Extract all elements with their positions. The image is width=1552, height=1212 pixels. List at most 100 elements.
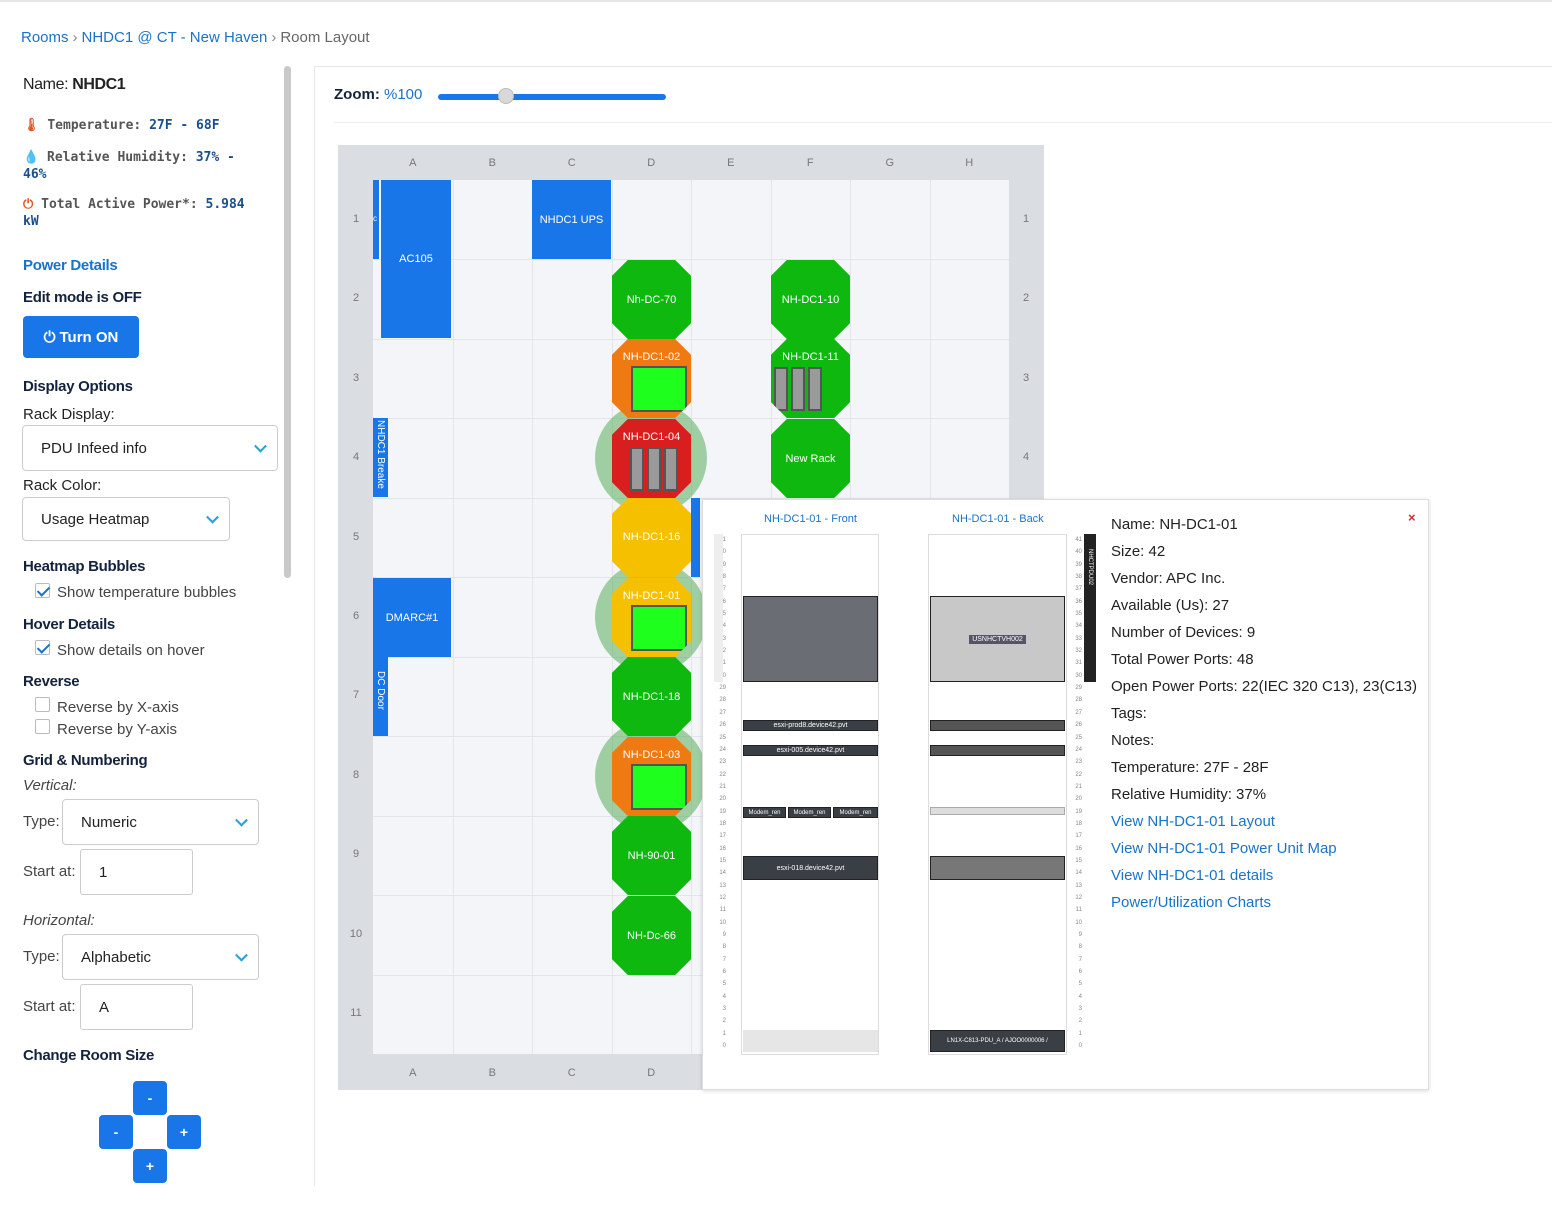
dc-door[interactable]: DC Door — [373, 657, 388, 736]
rack-nh-dc1-02[interactable]: NH-DC1-02 — [612, 339, 691, 418]
horizontal-type-select[interactable]: Alphabetic — [62, 934, 259, 980]
rack-nh-dc1-11[interactable]: NH-DC1-11 — [771, 339, 850, 418]
vertical-start-label: Start at: — [23, 863, 76, 880]
front-view-title[interactable]: NH-DC1-01 - Front — [764, 513, 857, 525]
back-device[interactable] — [930, 720, 1065, 731]
ac105-unit[interactable]: AC105 — [381, 180, 451, 338]
horizontal-start-input[interactable]: A — [80, 984, 193, 1030]
zoom-divider — [334, 122, 1552, 123]
rack-display-label: Rack Display: — [23, 406, 115, 423]
back-device[interactable] — [930, 856, 1065, 880]
reverse-x-label: Reverse by X-axis — [57, 699, 179, 716]
front-device[interactable]: Modem_ren — [788, 807, 831, 818]
rack-detail-link[interactable]: View NH-DC1-01 Power Unit Map — [1111, 840, 1337, 857]
back-pdu[interactable]: LN1X-C813-PDU_A / AJOO0000006 / — [930, 1030, 1065, 1052]
rack-detail-link[interactable]: View NH-DC1-01 Layout — [1111, 813, 1275, 830]
rack-detail-line: Size: 42 — [1111, 543, 1166, 560]
column-label-top: H — [965, 157, 974, 169]
front-device[interactable]: esxi-005.device42.pvt — [743, 745, 878, 756]
vertical-label: Vertical: — [23, 777, 77, 794]
breaker-panel[interactable]: NHDC1 Breake — [373, 418, 388, 497]
back-view-title[interactable]: NH-DC1-01 - Back — [952, 513, 1044, 525]
rack-nh-dc1-10[interactable]: NH-DC1-10 — [771, 260, 850, 339]
vertical-type-label: Type: — [23, 813, 60, 830]
column-label-top: A — [409, 157, 417, 169]
grid-row-line — [373, 974, 1009, 976]
column-label-bottom: A — [409, 1067, 417, 1079]
front-device[interactable]: Modem_ren — [833, 807, 878, 818]
front-server-chassis[interactable] — [743, 596, 878, 682]
temperature-row: 🌡 Temperature: 27F - 68F — [23, 118, 220, 133]
front-pdu[interactable] — [743, 1030, 878, 1052]
rack-nh-dc1-16[interactable]: NH-DC1-16 — [612, 498, 691, 577]
grid-row-line — [373, 815, 1009, 817]
rack-nh-dc1-03[interactable]: NH-DC1-03 — [612, 737, 691, 816]
reverse-x-checkbox[interactable] — [35, 697, 50, 712]
breadcrumb-room[interactable]: NHDC1 @ CT - New Haven — [81, 29, 268, 46]
zoom-slider[interactable] — [438, 94, 666, 100]
row-label-right: 3 — [1022, 371, 1030, 384]
rack-detail-line: Available (Us): 27 — [1111, 597, 1230, 614]
front-device[interactable]: esxi-prod8.device42.pvt — [743, 720, 878, 731]
back-device[interactable] — [930, 745, 1065, 756]
show-hover-checkbox[interactable] — [35, 640, 50, 655]
dmarc-unit[interactable]: DMARC#1 — [373, 578, 451, 657]
chevron-down-icon — [235, 813, 248, 827]
add-right-column-button[interactable]: + — [167, 1115, 201, 1149]
vertical-start-input[interactable]: 1 — [80, 849, 193, 895]
back-chassis[interactable]: USNHCTVH002 — [930, 596, 1065, 682]
rack-color-label: Rack Color: — [23, 477, 102, 494]
power-details-link[interactable]: Power Details — [23, 257, 118, 274]
grid-numbering-heading: Grid & Numbering — [23, 752, 148, 769]
rack-nh-dc1-04[interactable]: NH-DC1-04 — [612, 419, 691, 498]
grid-column-line — [532, 180, 533, 1054]
rack-nh-dc-70[interactable]: Nh-DC-70 — [612, 260, 691, 339]
rack-nh-dc-66[interactable]: NH-Dc-66 — [612, 896, 691, 975]
chevron-down-icon — [235, 948, 248, 962]
rack-detail-line: Vendor: APC Inc. — [1111, 570, 1226, 587]
back-device[interactable] — [930, 807, 1065, 815]
small-object[interactable]: c — [373, 180, 379, 259]
turn-on-button[interactable]: ⏻Turn ON — [23, 316, 139, 358]
row-label-left: 4 — [352, 451, 360, 464]
main-panel — [314, 66, 1552, 1186]
column-label-bottom: C — [567, 1067, 576, 1079]
remove-top-row-button[interactable]: - — [133, 1081, 167, 1115]
add-bottom-row-button[interactable]: + — [133, 1149, 167, 1183]
blue-object[interactable] — [691, 498, 700, 577]
power-icon: ⏻ — [23, 197, 34, 212]
breadcrumb-rooms[interactable]: Rooms — [21, 29, 69, 46]
rack-detail-line: Name: NH-DC1-01 — [1111, 516, 1238, 533]
front-device[interactable]: esxi-018.device42.pvt — [743, 856, 878, 880]
zoom-slider-handle[interactable] — [498, 88, 514, 104]
sidebar-scrollbar[interactable] — [284, 66, 291, 578]
front-device[interactable]: Modem_ren — [743, 807, 786, 818]
humidity-row: 💧 Relative Humidity: 37% -46% — [23, 150, 235, 182]
column-label-top: C — [567, 157, 576, 169]
vertical-type-select[interactable]: Numeric — [62, 799, 259, 845]
usage-block — [631, 764, 687, 810]
rack-nh-90-01[interactable]: NH-90-01 — [612, 816, 691, 895]
chevron-down-icon — [254, 439, 267, 453]
rack-display-select[interactable]: PDU Infeed info — [22, 425, 278, 471]
close-popup-button[interactable]: × — [1408, 510, 1416, 525]
front-side-bar — [714, 534, 723, 682]
display-options-heading: Display Options — [23, 378, 133, 395]
rack-color-select[interactable]: Usage Heatmap — [22, 497, 230, 541]
back-vertical-pdu[interactable]: NHCTPDU02 — [1084, 534, 1096, 682]
rack-detail-line: Open Power Ports: 22(IEC 320 C13), 23(C1… — [1111, 678, 1417, 695]
reverse-y-checkbox[interactable] — [35, 719, 50, 734]
rack-detail-link[interactable]: View NH-DC1-01 details — [1111, 867, 1274, 884]
column-label-top: D — [647, 157, 656, 169]
rack-nh-dc1-01[interactable]: NH-DC1-01 — [612, 578, 691, 657]
row-label-right: 1 — [1022, 212, 1030, 225]
row-label-left: 11 — [350, 1007, 362, 1020]
remove-left-column-button[interactable]: - — [99, 1115, 133, 1149]
ups-unit[interactable]: NHDC1 UPS — [532, 180, 611, 259]
show-temp-bubbles-checkbox[interactable] — [35, 583, 50, 598]
rack-nh-dc1-18[interactable]: NH-DC1-18 — [612, 657, 691, 736]
rack-detail-line: Temperature: 27F - 28F — [1111, 759, 1269, 776]
rack-detail-link[interactable]: Power/Utilization Charts — [1111, 894, 1272, 911]
row-label-left: 5 — [352, 530, 360, 543]
rack-new-rack[interactable]: New Rack — [771, 419, 850, 498]
